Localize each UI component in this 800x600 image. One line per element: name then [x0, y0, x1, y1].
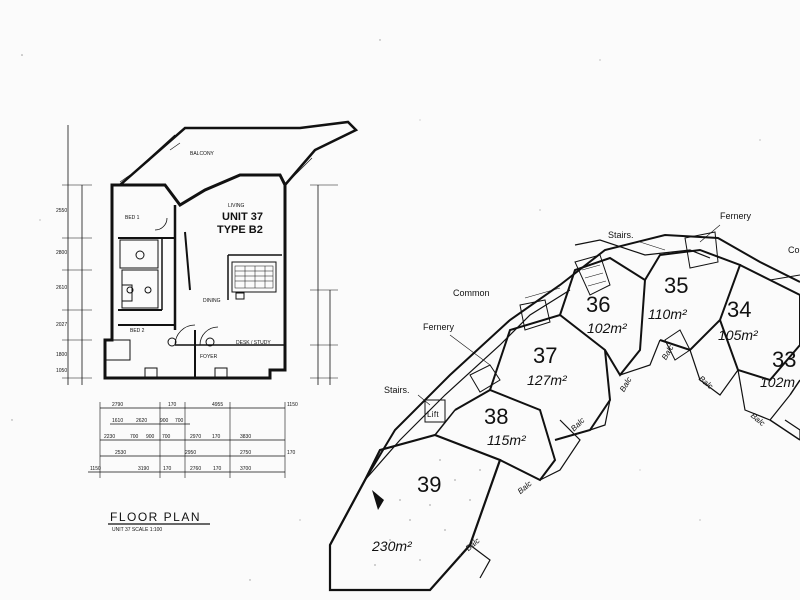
- unit-33-number: 33: [772, 347, 797, 372]
- dim-label: 1150: [287, 402, 298, 408]
- dim-label: 170: [287, 450, 296, 456]
- dim-label: 2950: [185, 450, 197, 456]
- building-envelope: [329, 233, 800, 546]
- dim-label: 2610: [56, 285, 68, 291]
- unit-37-floor-plan: [62, 120, 359, 525]
- dim-label: 4955: [212, 402, 224, 408]
- unit-38-area: 115m²: [487, 432, 526, 448]
- dim-label: 2970: [190, 434, 202, 440]
- room-balcony-label: BALCONY: [190, 151, 214, 157]
- unit-37-number: 37: [533, 343, 558, 368]
- unit-33-outline: [769, 379, 800, 441]
- dim-label: 170: [163, 466, 172, 472]
- stairs-left-label: Stairs.: [384, 385, 410, 395]
- dim-label: 3830: [240, 434, 252, 440]
- room-dining-label: DINING: [203, 298, 221, 304]
- stairs-top-label: Stairs.: [608, 230, 634, 240]
- unit-37-area: 127m²: [527, 372, 567, 388]
- co-label: Co: [788, 245, 800, 255]
- fernery-left-label: Fernery: [423, 322, 455, 332]
- unit-38-number: 38: [484, 404, 509, 429]
- dim-label: 700: [175, 418, 184, 424]
- dim-label: 170: [213, 466, 222, 472]
- dim-label: 2750: [240, 450, 252, 456]
- unit-39-outline: [328, 433, 502, 592]
- fernery-top-label: Fernery: [720, 211, 752, 221]
- room-study-label: DESK / STUDY: [236, 340, 271, 346]
- dim-label: 3700: [240, 466, 252, 472]
- dim-label: 2027: [56, 322, 68, 328]
- dim-label: 700: [130, 434, 139, 440]
- dim-label: 1150: [90, 466, 101, 472]
- dim-label: 3190: [138, 466, 150, 472]
- room-foyer-label: FOYER: [200, 354, 218, 360]
- room-living-label: LIVING: [228, 203, 245, 209]
- dim-label: 2760: [190, 466, 202, 472]
- unit-34-number: 34: [727, 297, 752, 322]
- floor-plan-title: FLOOR PLAN: [110, 510, 202, 524]
- room-bed1-label: BED 1: [125, 215, 140, 221]
- dim-label: 2800: [56, 250, 68, 256]
- dim-label: 1800: [56, 352, 68, 358]
- unit-36-number: 36: [586, 292, 611, 317]
- scan-noise: [11, 39, 761, 581]
- dim-label: 1610: [112, 418, 124, 424]
- balcony-outline: [119, 120, 359, 186]
- dim-label: 1050: [56, 368, 68, 374]
- unit-39-shading: [374, 459, 481, 566]
- unit-33-area: 102m: [760, 374, 796, 390]
- unit-type-label: TYPE B2: [217, 224, 263, 236]
- common-label: Common: [453, 288, 490, 298]
- dim-label: 2230: [104, 434, 116, 440]
- unit-36-area: 102m²: [587, 320, 627, 336]
- dim-label: 2790: [112, 402, 124, 408]
- unit-label: UNIT 37: [222, 211, 263, 223]
- unit-35-area: 110m²: [648, 306, 687, 322]
- dim-label: 2530: [115, 450, 127, 456]
- unit-34-area: 105m²: [718, 327, 758, 343]
- dim-label: 2550: [56, 208, 68, 214]
- unit-39-area: 230m²: [372, 538, 412, 554]
- dim-label: 700: [162, 434, 171, 440]
- unit-35-number: 35: [664, 273, 689, 298]
- dim-label: 900: [146, 434, 155, 440]
- room-bed2-label: BED 2: [130, 328, 145, 334]
- dim-label: 900: [160, 418, 169, 424]
- dim-label: 170: [168, 402, 177, 408]
- site-plan: [328, 224, 800, 592]
- dim-label: 2620: [136, 418, 148, 424]
- lift-label: Lift: [427, 410, 439, 419]
- floor-plan-subtitle: UNIT 37 SCALE 1:100: [112, 527, 163, 533]
- dim-label: 170: [212, 434, 221, 440]
- unit-38-outline: [454, 388, 557, 482]
- unit-39-number: 39: [417, 472, 442, 497]
